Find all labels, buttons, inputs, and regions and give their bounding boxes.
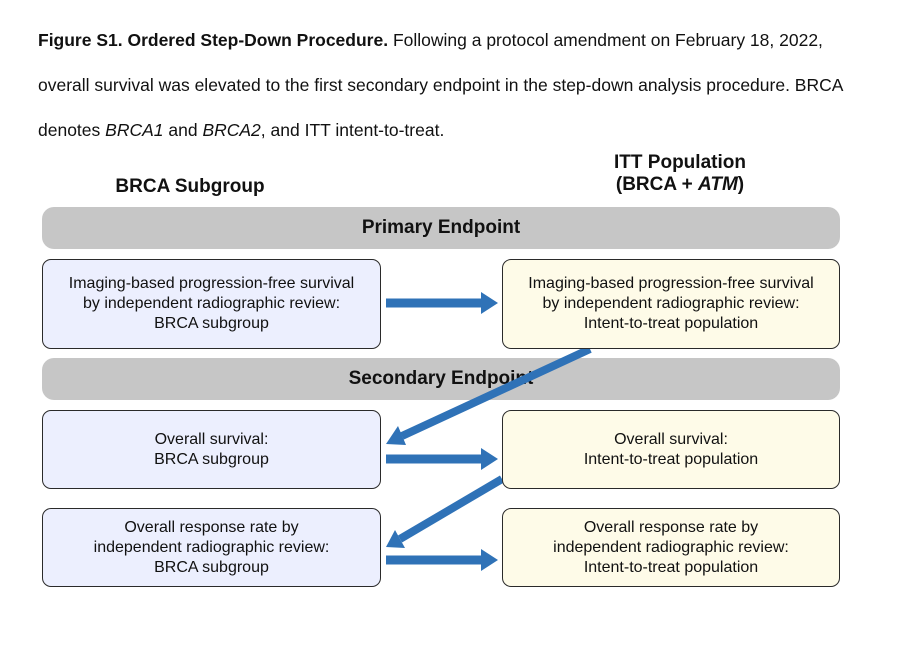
caption-body: Following a protocol amendment on Februa… bbox=[38, 30, 842, 140]
horizontal-arrow-primary bbox=[386, 292, 498, 314]
horizontal-arrow-overall-survival bbox=[386, 448, 498, 470]
itt-response-rate-box: Overall response rate by independent rad… bbox=[502, 508, 840, 587]
box-line: independent radiographic review: bbox=[553, 538, 789, 556]
box-line: BRCA subgroup bbox=[154, 558, 269, 576]
brca-primary-endpoint-box: Imaging-based progression-free survival … bbox=[42, 259, 381, 349]
itt-heading-line1: ITT Population bbox=[614, 152, 746, 173]
box-line: Imaging-based progression-free survival bbox=[68, 275, 355, 292]
caption-lead: Figure S1. Ordered Step-Down Procedure. bbox=[38, 30, 389, 50]
box-line: BRCA subgroup bbox=[154, 450, 269, 468]
box-line: independent radiographic review: bbox=[93, 538, 330, 556]
box-line: BRCA subgroup bbox=[154, 315, 269, 332]
itt-heading-line2: (BRCA + ATM) bbox=[520, 174, 840, 196]
brca-column-heading: BRCA Subgroup bbox=[115, 176, 265, 197]
secondary-endpoint-band: Secondary Endpoint bbox=[42, 358, 840, 400]
primary-endpoint-band: Primary Endpoint bbox=[42, 207, 840, 249]
box-line: by independent radiographic review: bbox=[82, 295, 341, 312]
box-line: Overall response rate by bbox=[124, 518, 299, 536]
caption-part-italic: BRCA2 bbox=[202, 120, 261, 140]
caption-part: Following a protocol amendment on Februa… bbox=[38, 30, 843, 140]
itt-heading-prefix: (BRCA + bbox=[615, 174, 699, 195]
box-line: Intent-to-treat population bbox=[583, 558, 759, 576]
box-line: Imaging-based progression-free survival bbox=[528, 275, 814, 292]
diagonal-arrow-itt-os-to-brca-orr bbox=[386, 475, 505, 548]
box-line: Overall response rate by bbox=[583, 518, 759, 536]
itt-column-heading: ITT Population (BRCA + ATM) bbox=[520, 152, 840, 196]
itt-heading-suffix: ) bbox=[737, 174, 745, 195]
brca-overall-survival-box: Overall survival: BRCA subgroup bbox=[42, 410, 381, 489]
caption-part-italic: BRCA1 bbox=[105, 120, 164, 140]
horizontal-arrow-response-rate bbox=[386, 549, 498, 571]
box-line: by independent radiographic review: bbox=[542, 295, 800, 312]
box-line: Intent-to-treat population bbox=[583, 315, 759, 332]
diagonal-arrow-primary-to-brca-os bbox=[386, 345, 592, 445]
figure-caption: Figure S1. Ordered Step-Down Procedure. … bbox=[38, 18, 868, 153]
caption-part: , and ITT intent-to-treat. bbox=[260, 120, 445, 140]
caption-part: and bbox=[163, 120, 203, 140]
box-line: Intent-to-treat population bbox=[583, 450, 759, 468]
box-line: Overall survival: bbox=[614, 430, 728, 448]
box-line: Overall survival: bbox=[154, 430, 269, 448]
brca-response-rate-box: Overall response rate by independent rad… bbox=[42, 508, 381, 587]
itt-overall-survival-box: Overall survival: Intent-to-treat popula… bbox=[502, 410, 840, 489]
itt-primary-endpoint-box: Imaging-based progression-free survival … bbox=[502, 259, 840, 349]
itt-heading-gene: ATM bbox=[698, 174, 738, 195]
